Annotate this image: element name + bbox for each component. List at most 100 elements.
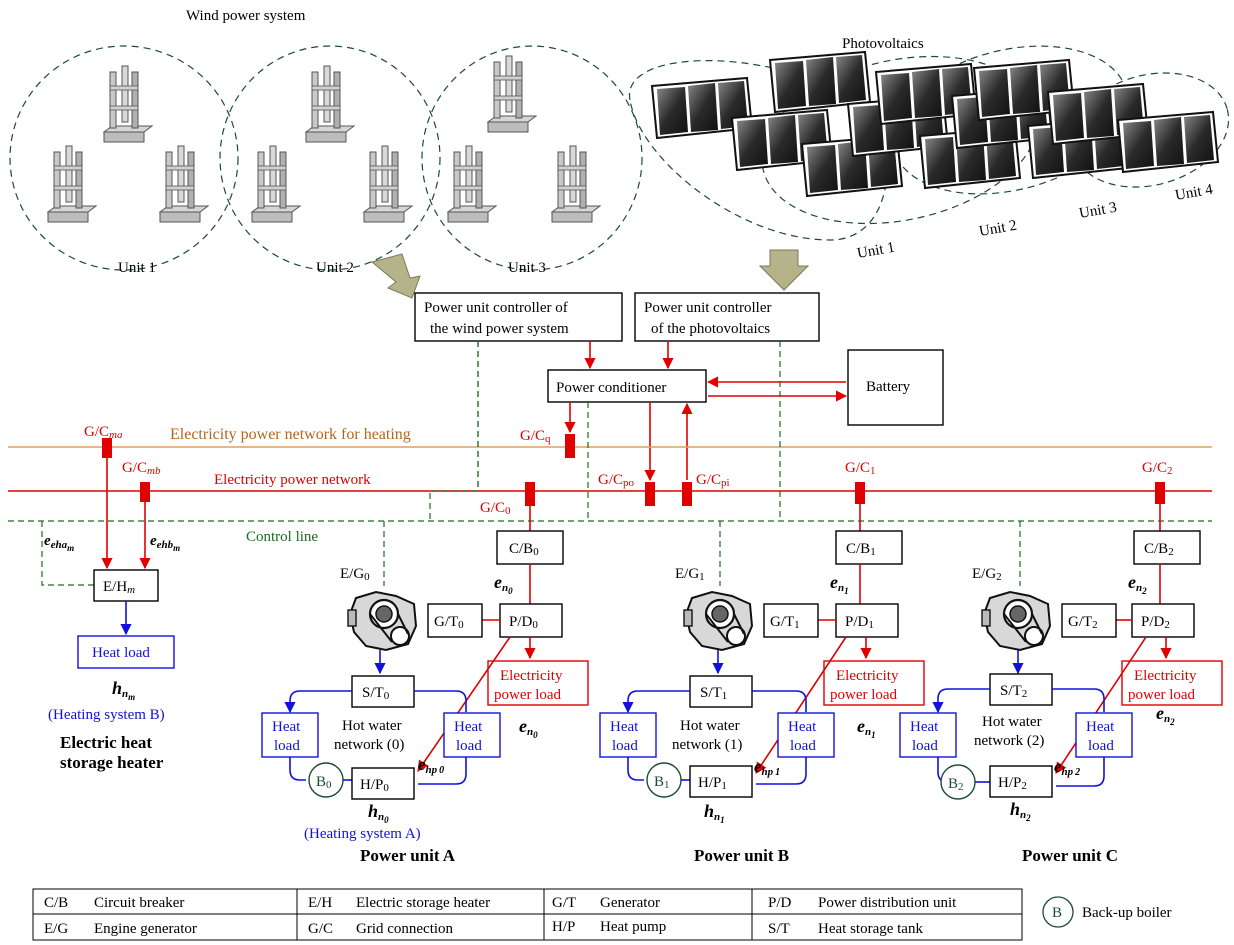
unit-a-hp-box — [351, 767, 415, 800]
wind-controller-line2: the wind power system — [430, 321, 569, 337]
pv-unit1-label: Unit 1 — [856, 240, 896, 262]
wind-controller-line1: Power unit controller of — [424, 300, 568, 316]
unit-c-title: Power unit C — [1022, 846, 1118, 865]
unit-a-net-line1: Hot water — [342, 718, 402, 734]
unit-b-net-line1: Hot water — [680, 718, 740, 734]
legend-b-text: Back-up boiler — [1082, 905, 1172, 921]
unit-a-st-box — [351, 675, 415, 708]
unit-a-pd-box — [499, 603, 563, 638]
unit-b-hp-label: H/P1 — [698, 775, 727, 792]
power-conditioner-label: Power conditioner — [556, 380, 666, 396]
unit-a-en-top: en0 — [494, 572, 513, 596]
pv-to-controller-arrow — [758, 249, 810, 291]
legend-boiler-icon — [1042, 896, 1074, 928]
legend-gt-text: Generator — [600, 895, 660, 911]
unit-b-elec-load-box — [823, 660, 925, 706]
legend-hp-text: Heat pump — [600, 919, 666, 935]
legend: C/B Circuit breaker E/G Engine generator… — [32, 888, 1172, 941]
unit-c-eg-label: E/G2 — [972, 566, 1002, 583]
legend-b-abbr: B — [1052, 905, 1062, 921]
unit-c-pd-label: P/D2 — [1141, 614, 1170, 631]
gc-po-label: G/Cpo — [598, 472, 635, 489]
unit-b-title: Power unit B — [694, 846, 789, 865]
legend-eg-abbr: E/G — [44, 921, 68, 937]
unit-c-heat-right-2: load — [1088, 738, 1114, 754]
unit-a-h-label: hn0 — [368, 801, 389, 825]
unit-a-boiler-label: B0 — [316, 774, 332, 791]
unit-c-hp-box — [989, 765, 1053, 798]
unit-c-elec-load-box — [1121, 660, 1223, 706]
gc-mb-label: G/Cmb — [122, 460, 161, 477]
wind-unit1-label: Unit 1 — [118, 260, 156, 276]
unit-a-heat-right-2: load — [456, 738, 482, 754]
power-conditioner-box — [547, 369, 707, 403]
unit-b-heat-right-1: Heat — [788, 719, 817, 735]
unit-b-gt-box — [763, 603, 819, 638]
unit-b-st-label: S/T1 — [700, 685, 727, 702]
heating-system-a-label: (Heating system A) — [304, 826, 421, 842]
unit-b-cb-label: C/B1 — [846, 541, 876, 558]
grid-connection-markers — [102, 434, 1165, 506]
legend-st-text: Heat storage tank — [818, 921, 923, 937]
eh-box — [93, 569, 159, 602]
unit-a-hp-label: H/P0 — [360, 777, 389, 794]
unit-b-hp-box — [689, 765, 753, 798]
legend-eh-abbr: E/H — [308, 895, 332, 911]
unit-b-gt-label: G/T1 — [770, 614, 800, 631]
battery-label: Battery — [866, 379, 911, 395]
unit-b-heat-left-1: Heat — [610, 719, 639, 735]
unit-c-en-bottom: en2 — [1156, 703, 1175, 727]
wind-unit3-label: Unit 3 — [508, 260, 546, 276]
legend-eh-text: Electric storage heater — [356, 895, 490, 911]
legend-eg-text: Engine generator — [94, 921, 197, 937]
unit-b-pd-box — [835, 603, 899, 638]
wind-to-controller-arrow — [370, 253, 421, 299]
unit-a-engine-icon — [346, 590, 418, 652]
unit-a-en-bottom: en0 — [519, 716, 538, 740]
unit-b-heat-left-2: load — [612, 738, 638, 754]
unit-a-elec-load-line2: power load — [494, 687, 562, 703]
gc-q-label: G/Cq — [520, 428, 551, 445]
unit-c-h-label: hn2 — [1010, 799, 1031, 823]
unit-b-heat-right-2: load — [790, 738, 816, 754]
legend-cb-abbr: C/B — [44, 895, 68, 911]
battery-box — [847, 349, 944, 426]
unit-c-elec-load-line2: power load — [1128, 687, 1196, 703]
unit-b-boiler-label: B1 — [654, 774, 670, 791]
e-eha-label: eeham — [44, 533, 74, 553]
unit-c-boiler-label: B2 — [948, 776, 964, 793]
unit-a-net-line2: network (0) — [334, 737, 404, 753]
gc-2-label: G/C2 — [1142, 460, 1173, 477]
heater-title-line1: Electric heat — [60, 733, 152, 752]
pv-unit4-label: Unit 4 — [1174, 182, 1215, 204]
legend-gc-text: Grid connection — [356, 921, 454, 937]
legend-hp-abbr: H/P — [552, 919, 575, 935]
wind-unit2-boundary — [219, 45, 441, 271]
wind-turbine-icon — [47, 55, 601, 223]
power-unit-b: C/B1 en1 P/D1 G/T1 E/G1 Electricity powe… — [599, 504, 925, 865]
unit-b-en-top: en1 — [830, 572, 849, 596]
unit-c-net-line2: network (2) — [974, 733, 1044, 749]
unit-b-cb-box — [835, 530, 903, 565]
unit-c-gt-box — [1061, 603, 1117, 638]
unit-c-heat-load-right — [1075, 712, 1133, 758]
legend-pd-abbr: P/D — [768, 895, 792, 911]
electricity-network-label: Electricity power network — [214, 472, 371, 488]
e-ehb-label: eehbm — [150, 533, 180, 553]
wind-unit3-boundary — [421, 45, 643, 271]
legend-gc-abbr: G/C — [308, 921, 333, 937]
unit-c-cb-label: C/B2 — [1144, 541, 1174, 558]
unit-c-hp-label: H/P2 — [998, 775, 1027, 792]
unit-a-cb-label: C/B0 — [509, 541, 539, 558]
gc-1-label: G/C1 — [845, 460, 876, 477]
pv-controller-line2: of the photovoltaics — [651, 321, 770, 337]
unit-a-gt-label: G/T0 — [434, 614, 464, 631]
legend-st-abbr: S/T — [768, 921, 790, 937]
unit-a-title: Power unit A — [360, 846, 456, 865]
legend-gt-abbr: G/T — [552, 895, 576, 911]
unit-b-elec-load-line2: power load — [830, 687, 898, 703]
unit-a-elec-load-line1: Electricity — [500, 668, 563, 684]
unit-c-heat-left-1: Heat — [910, 719, 939, 735]
unit-b-pd-label: P/D1 — [845, 614, 874, 631]
unit-b-elec-load-line1: Electricity — [836, 668, 899, 684]
